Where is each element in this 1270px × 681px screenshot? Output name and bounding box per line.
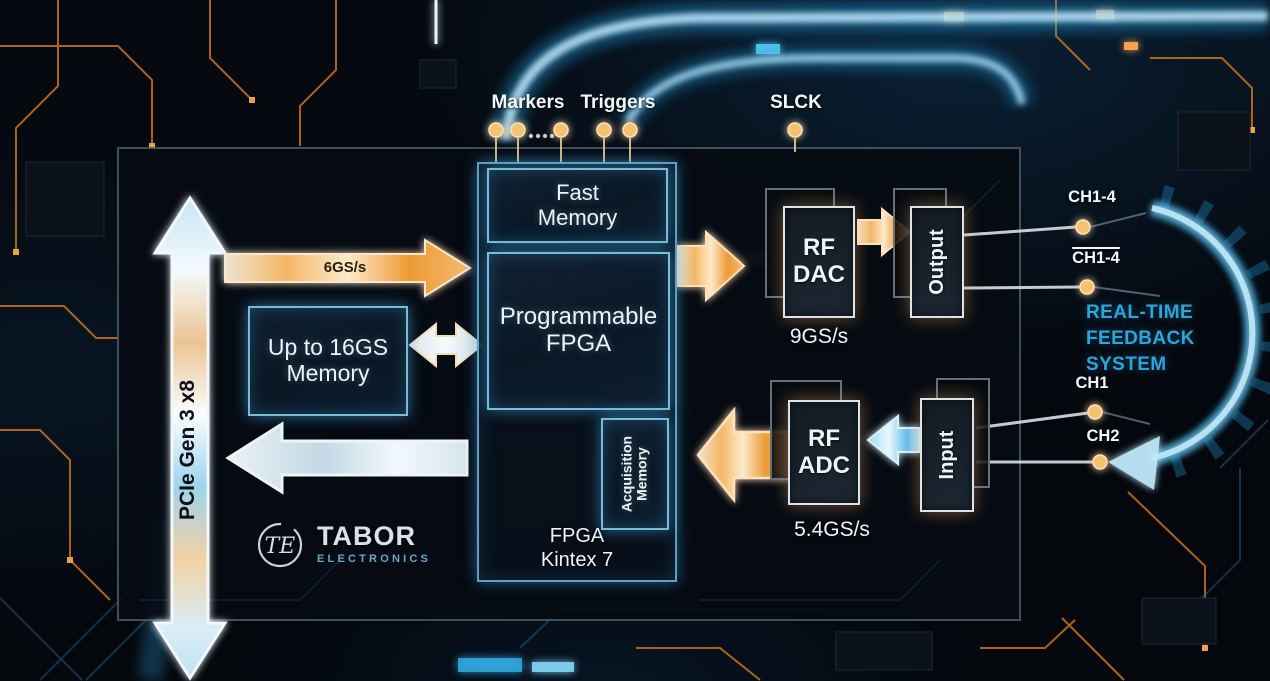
slck-label: SLCK <box>770 92 822 113</box>
memory-16gs-line1: Up to 16GS <box>267 334 389 361</box>
arrow-return-left <box>225 421 469 495</box>
port-dot <box>553 122 569 138</box>
fpga-kintex-label: FPGA Kintex 7 <box>479 524 675 572</box>
arrow-input-to-adc <box>866 413 921 467</box>
tabor-logo-mark-icon: TE <box>257 522 303 568</box>
port-dot <box>510 122 526 138</box>
logo-brand-text: TABOR <box>317 521 416 551</box>
output-box: Output <box>910 206 964 318</box>
acquisition-memory-box: Acquisition Memory <box>601 418 669 530</box>
rate-6gs-label: 6GS/s <box>323 259 367 276</box>
channel-lines-to-ring <box>1089 212 1161 425</box>
rate-9gs-label: 9GS/s <box>789 325 849 348</box>
fast-memory-line2: Memory <box>537 204 618 230</box>
fast-memory-line1: Fast <box>556 179 599 205</box>
port-dot-slck <box>787 122 803 138</box>
logo-monogram-text: TE <box>265 534 296 559</box>
port-dot <box>488 122 504 138</box>
port-dot-ch2 <box>1092 454 1108 470</box>
ch1-4-label: CH1-4 <box>1068 188 1116 206</box>
ch2-label: CH2 <box>1086 427 1120 445</box>
markers-label: Markers <box>491 92 565 113</box>
feedback-ring <box>1108 185 1270 490</box>
pin-mini-dots <box>528 133 555 139</box>
ch1-label: CH1 <box>1075 374 1109 392</box>
programmable-fpga-line1: Programmable <box>499 303 658 331</box>
feedback-line3: SYSTEM <box>1086 354 1167 375</box>
programmable-fpga-box: Programmable FPGA <box>487 252 670 410</box>
channel-lines <box>963 225 1093 464</box>
programmable-fpga-line2: FPGA <box>545 330 612 357</box>
rf-adc-box: RF ADC <box>788 400 860 505</box>
input-box: Input <box>920 398 974 512</box>
triggers-label: Triggers <box>580 92 656 113</box>
rate-5-4gs-label: 5.4GS/s <box>794 518 870 541</box>
port-dot-ch14-inv <box>1079 279 1095 295</box>
output-label: Output <box>926 229 948 295</box>
port-dot-ch1 <box>1087 404 1103 420</box>
rf-adc-line2: ADC <box>798 451 850 479</box>
arrow-6gs <box>224 238 472 298</box>
pcie-arrow <box>152 195 228 681</box>
logo-text: TABOR ELECTRONICS <box>317 521 431 565</box>
port-dot <box>622 122 638 138</box>
feedback-line2: FEEDBACK <box>1086 328 1195 349</box>
fpga-kintex-line2: Kintex 7 <box>540 549 614 571</box>
pin-stems <box>495 138 796 162</box>
rf-adc-line1: RF <box>808 424 840 452</box>
rf-dac-line2: DAC <box>793 261 845 288</box>
pcie-label: PCIe Gen 3 x8 <box>176 379 199 521</box>
rf-dac-line1: RF <box>803 234 835 262</box>
pin-dots <box>488 122 1108 470</box>
tabor-logo: TE TABOR ELECTRONICS <box>252 512 431 574</box>
port-dot <box>596 122 612 138</box>
feedback-line1: REAL-TIME <box>1086 302 1194 323</box>
acquisition-memory-line2: Memory <box>634 447 650 501</box>
ch1-4-inverted-label: CH1-4 <box>1051 249 1141 268</box>
pcb-pads-orange <box>13 97 1255 651</box>
fpga-kintex-line1: FPGA <box>549 525 605 547</box>
feedback-arrowhead <box>1108 436 1160 490</box>
fast-memory-box: Fast Memory <box>487 168 668 243</box>
memory-16gs-line2: Memory <box>286 360 370 386</box>
memory-16gs-box: Up to 16GS Memory <box>248 306 408 416</box>
feedback-system-label: REAL-TIME FEEDBACK SYSTEM <box>1086 300 1226 378</box>
arrow-fpga-to-dac <box>677 229 746 303</box>
logo-sub-text: ELECTRONICS <box>317 553 432 565</box>
port-dot-ch14 <box>1075 219 1091 235</box>
input-label: Input <box>936 430 958 480</box>
rf-dac-box: RF DAC <box>783 206 855 318</box>
pcb-chips <box>25 59 1251 671</box>
ch1-4-inverted-text: CH1-4 <box>1072 249 1120 267</box>
